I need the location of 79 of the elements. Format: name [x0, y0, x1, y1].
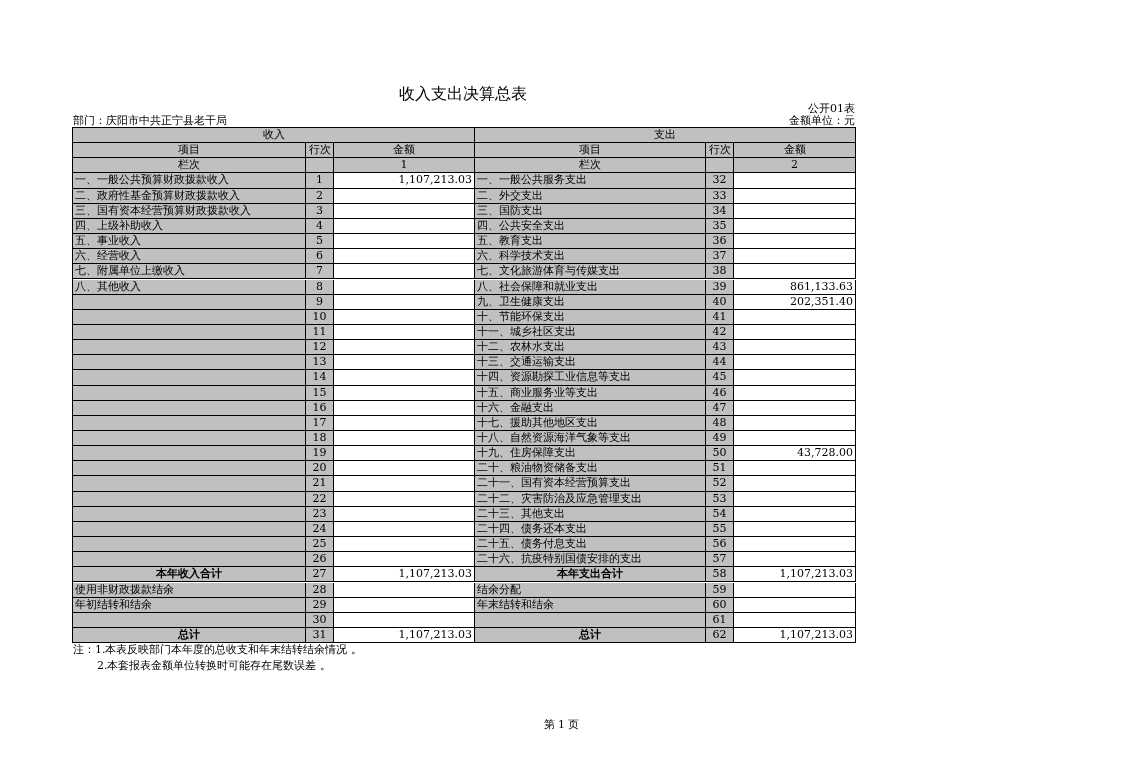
column-header: 栏次 — [73, 158, 306, 174]
line-number-cell: 49 — [706, 431, 734, 447]
page-number: 第 1 页 — [542, 718, 581, 732]
note-text: 2.本套报表金额单位转换时可能存在尾数误差 。 — [97, 659, 331, 674]
table-title: 收入支出决算总表 — [398, 84, 528, 104]
line-number-cell: 27 — [306, 567, 334, 583]
item-cell: 十八、自然资源海洋气象等支出 — [475, 431, 706, 447]
column-header: 金额 — [334, 143, 475, 159]
column-header: 项目 — [475, 143, 706, 159]
item-cell: 一、一般公共服务支出 — [475, 173, 706, 189]
section-header: 收入 — [73, 128, 475, 144]
column-header: 金额 — [734, 143, 856, 159]
column-number: 1 — [334, 158, 475, 174]
line-number-cell: 19 — [306, 446, 334, 462]
item-cell: 二十、粮油物资储备支出 — [475, 461, 706, 477]
column-number: 2 — [734, 158, 856, 174]
line-number-cell: 56 — [706, 537, 734, 553]
item-cell: 一、一般公共预算财政拨款收入 — [73, 173, 306, 189]
line-number-cell: 44 — [706, 355, 734, 371]
line-number-cell: 18 — [306, 431, 334, 447]
item-cell: 使用非财政拨款结余 — [73, 582, 306, 598]
line-number-cell: 8 — [306, 279, 334, 295]
unit-label: 金额单位：元 — [789, 114, 855, 128]
column-header: 行次 — [706, 143, 734, 159]
item-cell: 八、社会保障和就业支出 — [475, 279, 706, 295]
item-cell: 十九、住房保障支出 — [475, 446, 706, 462]
amount-cell: 1,107,213.03 — [734, 567, 856, 583]
line-number-cell: 52 — [706, 476, 734, 492]
line-number-cell: 6 — [306, 249, 334, 265]
item-cell: 八、其他收入 — [73, 279, 306, 295]
column-header: 栏次 — [475, 158, 706, 174]
line-number-cell: 26 — [306, 552, 334, 568]
line-number-cell: 25 — [306, 537, 334, 553]
item-cell: 七、附属单位上缴收入 — [73, 264, 306, 280]
line-number-cell: 28 — [306, 582, 334, 598]
line-number-cell: 36 — [706, 234, 734, 250]
line-number-cell: 7 — [306, 264, 334, 280]
line-number-cell: 20 — [306, 461, 334, 477]
section-header: 支出 — [475, 128, 856, 144]
line-number-cell: 13 — [306, 355, 334, 371]
line-number-cell: 43 — [706, 340, 734, 356]
line-number-cell: 45 — [706, 370, 734, 386]
item-cell: 十四、资源勘探工业信息等支出 — [475, 370, 706, 386]
line-number-cell: 1 — [306, 173, 334, 189]
line-number-cell: 12 — [306, 340, 334, 356]
item-cell: 六、经营收入 — [73, 249, 306, 265]
item-cell: 二十一、国有资本经营预算支出 — [475, 476, 706, 492]
amount-cell: 1,107,213.03 — [334, 173, 475, 189]
line-number-cell: 32 — [706, 173, 734, 189]
line-number-cell: 38 — [706, 264, 734, 280]
item-cell: 六、科学技术支出 — [475, 249, 706, 265]
item-cell: 二十五、债务付息支出 — [475, 537, 706, 553]
item-cell: 结余分配 — [475, 582, 706, 598]
line-number-cell: 21 — [306, 476, 334, 492]
form-number: 公开01表 — [808, 102, 855, 115]
item-cell: 七、文化旅游体育与传媒支出 — [475, 264, 706, 280]
amount-cell: 861,133.63 — [734, 279, 856, 295]
amount-cell: 1,107,213.03 — [334, 567, 475, 583]
column-header: 项目 — [73, 143, 306, 159]
line-number-cell: 14 — [306, 370, 334, 386]
line-number-cell: 57 — [706, 552, 734, 568]
line-number-cell: 50 — [706, 446, 734, 462]
item-cell: 五、教育支出 — [475, 234, 706, 250]
note-text: 注：1.本表反映部门本年度的总收支和年末结转结余情况 。 — [73, 643, 362, 658]
amount-cell: 43,728.00 — [734, 446, 856, 462]
department-label: 部门：庆阳市中共正宁县老干局 — [73, 114, 227, 128]
item-cell: 五、事业收入 — [73, 234, 306, 250]
item-cell: 十三、交通运输支出 — [475, 355, 706, 371]
line-number-cell: 51 — [706, 461, 734, 477]
line-number-cell: 39 — [706, 279, 734, 295]
line-number-cell: 59 — [706, 582, 734, 598]
total-label: 本年支出合计 — [475, 567, 706, 583]
line-number-cell: 58 — [706, 567, 734, 583]
column-header: 行次 — [306, 143, 334, 159]
item-cell: 二十六、抗疫特别国债安排的支出 — [475, 552, 706, 568]
line-number-cell: 37 — [706, 249, 734, 265]
item-cell: 十二、农林水支出 — [475, 340, 706, 356]
total-label: 本年收入合计 — [73, 567, 306, 583]
line-number-cell: 5 — [306, 234, 334, 250]
